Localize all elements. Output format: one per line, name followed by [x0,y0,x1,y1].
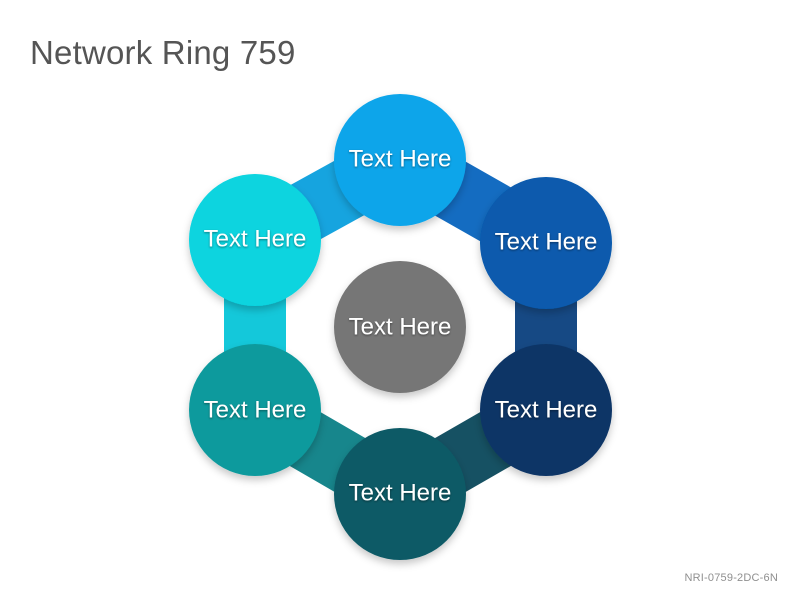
node-upper-right-label: Text Here [495,228,598,255]
node-bottom [334,428,466,560]
node-lower-left [189,344,321,476]
outer-nodes: Text Here Text Here Text Here Text Here … [189,94,612,560]
node-lower-left-circle [189,344,321,476]
node-upper-left [189,174,321,306]
center-node-label: Text Here [349,313,452,340]
node-top [334,94,466,226]
center-node [334,261,466,393]
node-upper-right [480,177,612,309]
node-lower-right-label: Text Here [495,396,598,423]
node-top-circle [334,94,466,226]
node-upper-left-label: Text Here [204,225,307,252]
node-top-label: Text Here [349,145,452,172]
node-lower-right [480,344,612,476]
footer-code: NRI-0759-2DC-6N [684,572,778,584]
center-node-circle [334,261,466,393]
node-bottom-circle [334,428,466,560]
node-lower-right-circle [480,344,612,476]
node-bottom-label: Text Here [349,479,452,506]
page-title: Network Ring 759 [30,34,296,71]
node-upper-right-circle [480,177,612,309]
node-lower-left-label: Text Here [204,396,307,423]
node-upper-left-circle [189,174,321,306]
